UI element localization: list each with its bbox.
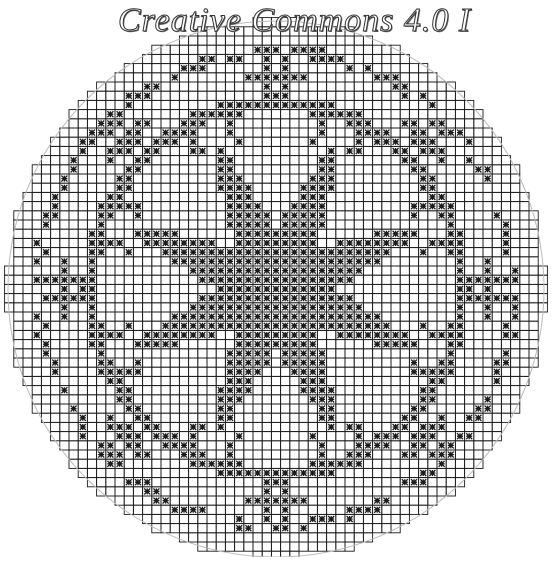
filled-cells xyxy=(34,47,518,531)
watermark-text: Creative Commons 4.0 I xyxy=(118,2,471,40)
